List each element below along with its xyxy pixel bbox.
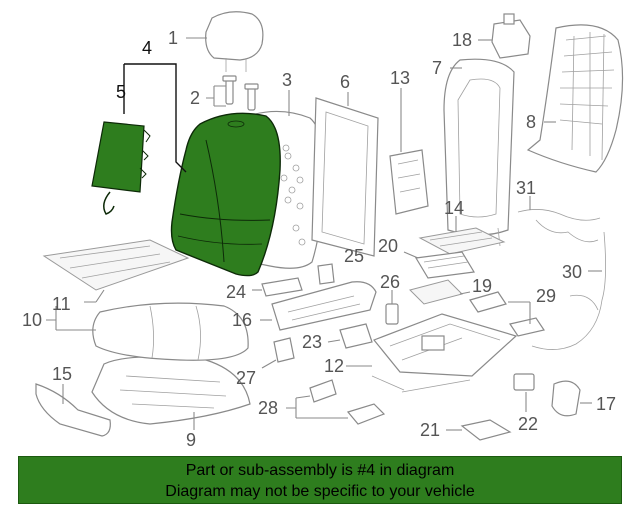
seatback-cover-part: [170, 112, 281, 277]
cushion-panel-part: [415, 251, 475, 279]
callout-27: 27: [236, 368, 256, 388]
callout-15: 15: [52, 364, 72, 384]
cushion-cover-part: [92, 302, 249, 361]
callout-29: 29: [536, 286, 556, 306]
motor-part: [273, 337, 295, 363]
callout-10: 10: [22, 310, 42, 330]
cover-part: [309, 379, 386, 425]
callout-2: 2: [190, 88, 200, 108]
info-banner: Part or sub-assembly is #4 in diagram Di…: [18, 456, 622, 504]
wire-harness-part: [531, 231, 606, 350]
callout-5: 5: [116, 82, 126, 102]
bracket-part: [460, 419, 512, 441]
callout-14: 14: [444, 198, 464, 218]
cap-part: [551, 380, 581, 417]
callout-8: 8: [526, 112, 536, 132]
callout-3: 3: [282, 70, 292, 90]
callout-31: 31: [516, 178, 536, 198]
knob-small-part: [317, 263, 335, 285]
callout-13: 13: [390, 68, 410, 88]
callout-25: 25: [344, 246, 364, 266]
callout-24: 24: [226, 282, 246, 302]
clip-part: [385, 303, 399, 325]
callout-26: 26: [380, 272, 400, 292]
seat-track-part: [371, 313, 518, 393]
callout-28: 28: [258, 398, 278, 418]
callout-1: 1: [168, 28, 178, 48]
cushion-shield-part: [271, 281, 377, 331]
seat-mat-part: [418, 227, 506, 255]
banner-line-2: Diagram may not be specific to your vehi…: [165, 483, 475, 500]
callout-12: 12: [324, 356, 344, 376]
side-shield-part: [35, 383, 111, 437]
back-board-part: [311, 97, 379, 257]
cushion-pad-part: [91, 356, 251, 425]
knob-part: [261, 277, 303, 297]
callout-7: 7: [432, 58, 442, 78]
banner-line-1: Part or sub-assembly is #4 in diagram: [185, 462, 455, 479]
cushion-heater-part: [409, 279, 463, 305]
callout-19: 19: [472, 276, 492, 296]
callout-6: 6: [340, 72, 350, 92]
callout-20: 20: [378, 236, 398, 256]
callout-22: 22: [518, 414, 538, 434]
callout-21: 21: [420, 420, 440, 440]
headrest-guide-part: [222, 75, 259, 111]
callout-9: 9: [186, 430, 196, 450]
seatback-frame-part: [443, 58, 515, 251]
lumbar-support-part: [389, 149, 429, 215]
headrest-support-part: [491, 13, 531, 59]
switch-part: [339, 323, 373, 349]
callout-30: 30: [562, 262, 582, 282]
cushion-frame-part: [42, 239, 190, 291]
callout-23: 23: [302, 332, 322, 352]
callout-16: 16: [232, 310, 252, 330]
callout-11: 11: [52, 294, 71, 314]
sensor-part: [513, 373, 535, 391]
callout-18: 18: [452, 30, 472, 50]
spring-panel-part: [526, 24, 624, 173]
wire-harness-upper-part: [517, 209, 601, 243]
callout-4: 4: [142, 38, 152, 58]
seat-parts-diagram: 1 2 3 4 5 6: [22, 11, 624, 450]
side-cover-part: [469, 291, 545, 337]
seatback-panel-part: [91, 121, 151, 215]
headrest-part: [205, 11, 264, 72]
callout-17: 17: [596, 394, 616, 414]
